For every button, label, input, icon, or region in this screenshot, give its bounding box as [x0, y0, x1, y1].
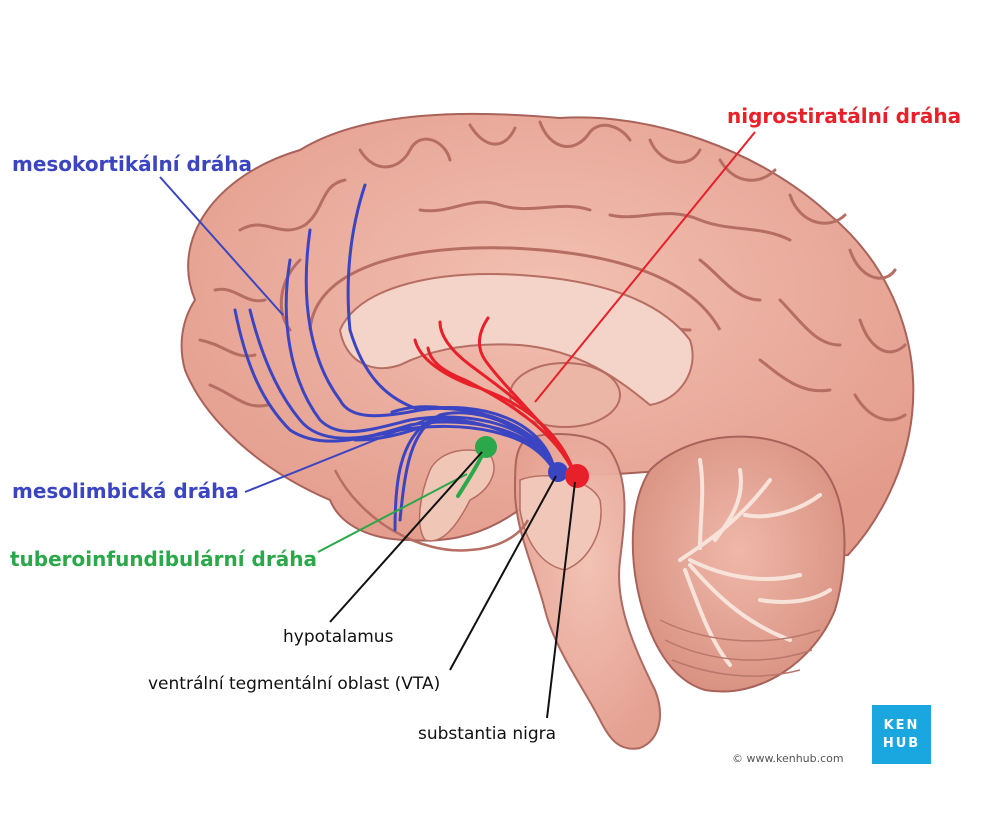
label-vta: ventrální tegmentální oblast (VTA)	[148, 674, 441, 694]
label-mesocortical-pathway: mesokortikální dráha	[12, 152, 252, 176]
vta-nucleus	[548, 462, 568, 482]
corpus-callosum	[338, 273, 694, 407]
arbor-vitae	[678, 458, 832, 667]
logo-line-2: HUB	[882, 736, 921, 751]
leader-vta	[449, 475, 557, 671]
leader-mesocortical	[159, 176, 284, 316]
label-nigrostriatal-pathway: nigrostiratální dráha	[727, 104, 962, 128]
cerebellar-folia	[659, 619, 821, 677]
label-hypothalamus: hypotalamus	[283, 627, 394, 647]
kenhub-logo: KEN HUB	[872, 705, 931, 764]
leader-nigrostriatal	[534, 131, 756, 403]
cerebellum	[631, 435, 846, 693]
leader-mesolimbic	[244, 417, 431, 493]
leader-hypothalamus	[329, 451, 483, 623]
label-substantia-nigra: substantia nigra	[418, 724, 557, 744]
cingulate-gyrus	[308, 246, 722, 331]
substantia-nigra-nucleus	[565, 464, 589, 488]
sulci	[198, 120, 907, 422]
logo-line-1: KEN	[883, 718, 920, 733]
temporal-lobe	[333, 469, 530, 552]
nigrostriatal-pathway	[413, 316, 577, 477]
label-tuberoinfundibular-pathway: tuberoinfundibulární dráha	[10, 547, 317, 571]
mesolimbic-pathway	[353, 405, 557, 532]
leader-substantia-nigra	[546, 481, 576, 719]
leader-tuberoinfundibular	[317, 473, 468, 553]
label-mesolimbic-pathway: mesolimbická dráha	[12, 479, 239, 503]
copyright-text: © www.kenhub.com	[732, 752, 844, 765]
